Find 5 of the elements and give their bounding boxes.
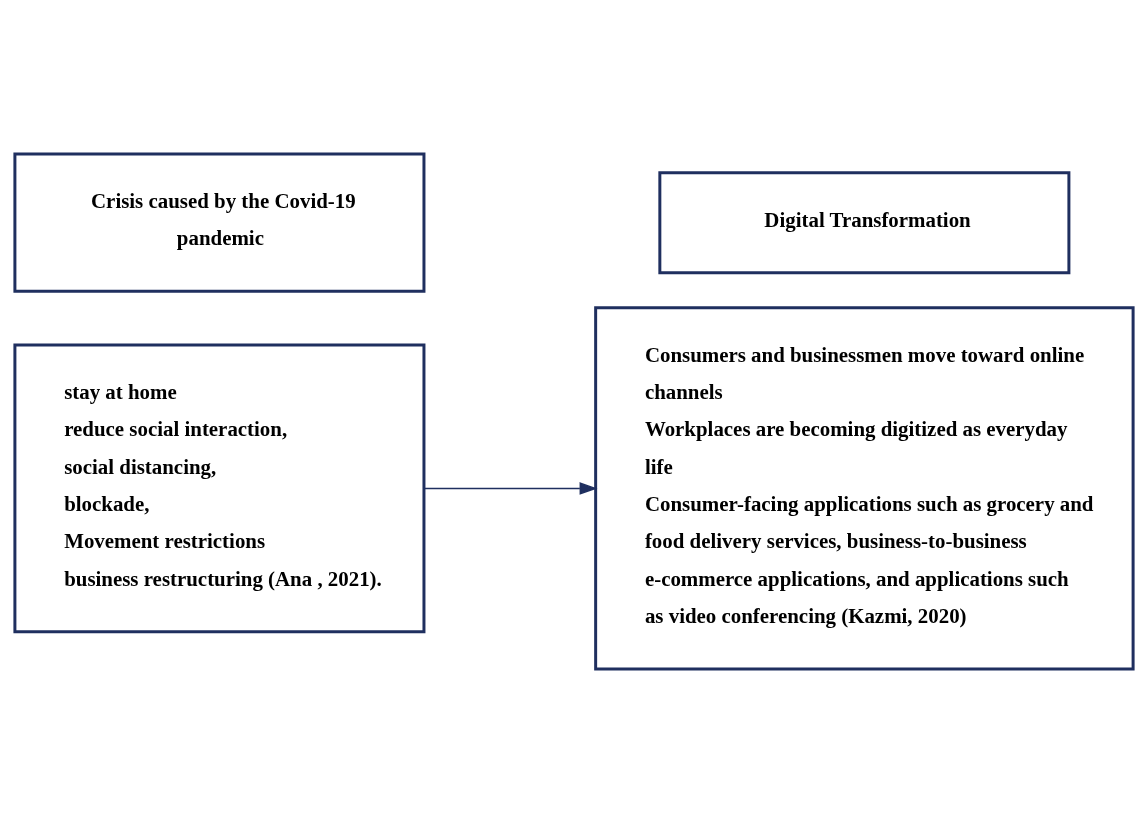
node-box: stay at home reduce social interaction, social distancing, blockade, Movement restrictions business restructuring (Ana , 2021). [13,343,426,634]
node-box: Consumers and businessmen move toward online channels Workplaces are becoming digitized as everyday life Consumer-facing applications such as grocery and food delivery services, business-to-business e-commerce applications, and applications such as video conferencing (Kazmi, 2020) [594,306,1135,671]
arrow [423,482,598,495]
node-box: Digital Transformation [658,171,1071,275]
node-box: Crisis caused by the Covid-19 pandemic [13,152,426,293]
